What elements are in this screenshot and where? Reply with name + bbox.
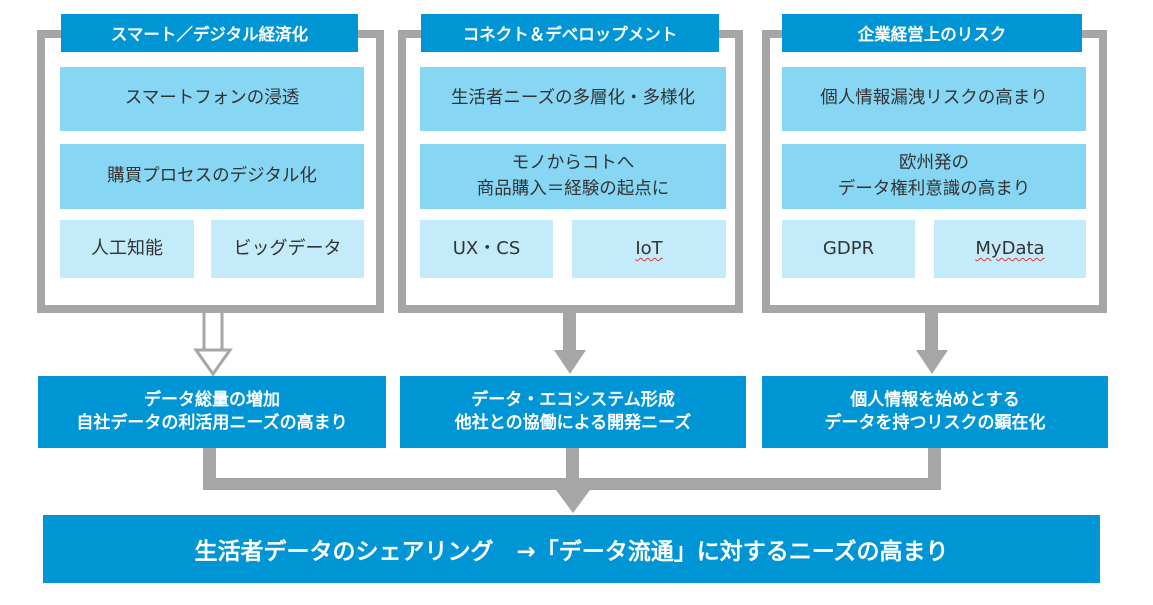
outcome-box-2: データ・エコシステム形成 他社との協働による開発ニーズ: [400, 376, 746, 448]
column-header-2: コネクト＆デベロップメント: [421, 14, 719, 52]
outcome-2-line2: 他社との協働による開発ニーズ: [454, 413, 692, 433]
outcome-1-line2: 自社データの利活用ニーズの高まり: [76, 413, 348, 433]
arrow-head-2: [554, 350, 586, 374]
arrow-shaft-1: [202, 308, 224, 352]
column-frame-2: [398, 30, 743, 313]
outcome-box-3: 個人情報を始めとする データを持つリスクの顕在化: [762, 376, 1108, 448]
tag-2-2: IoT: [572, 220, 726, 278]
outcome-1-line1: データ総量の増加: [144, 390, 280, 411]
tag-2-1: UX・CS: [420, 220, 553, 278]
item-1-1: スマートフォンの浸透: [60, 67, 364, 131]
column-header-1: スマート／デジタル経済化: [61, 14, 358, 52]
tag-1-2: ビッグデータ: [211, 220, 364, 278]
column-header-3: 企業経営上のリスク: [782, 14, 1082, 52]
item-2-2-line1: モノからコトへ: [511, 153, 635, 174]
arrow-shaft-3: [925, 310, 938, 352]
item-3-1: 個人情報漏洩リスクの高まり: [782, 67, 1086, 131]
outcome-box-1: データ総量の増加 自社データの利活用ニーズの高まり: [38, 376, 386, 448]
item-1-2: 購買プロセスのデジタル化: [60, 144, 364, 209]
outcome-2-line1: データ・エコシステム形成: [471, 390, 675, 411]
item-2-2: モノからコトへ 商品購入＝経験の起点に: [420, 144, 726, 209]
outcome-3-line2: データを持つリスクの顕在化: [824, 413, 1046, 433]
item-2-2-line2: 商品購入＝経験の起点に: [476, 178, 670, 199]
arrow-head-1: [193, 348, 233, 377]
item-3-2-line1: 欧州発の: [899, 153, 969, 174]
tag-3-1: GDPR: [782, 220, 915, 278]
tag-3-2: MyData: [934, 220, 1086, 278]
conclusion-banner: 生活者データのシェアリング →「データ流通」に対するニーズの高まり: [43, 515, 1100, 583]
item-3-2-line2: データ権利意識の高まり: [837, 178, 1031, 199]
bracket-bar: [203, 478, 941, 490]
item-2-1: 生活者ニーズの多層化・多様化: [420, 67, 726, 131]
conclusion-text: 生活者データのシェアリング →「データ流通」に対するニーズの高まり: [194, 539, 949, 565]
tag-1-1: 人工知能: [60, 220, 194, 278]
arrow-head-3: [916, 350, 948, 374]
column-frame-3: [762, 30, 1107, 313]
column-frame-1: [37, 30, 384, 313]
arrow-shaft-2: [563, 310, 576, 352]
arrow-head-final: [556, 490, 590, 513]
item-3-2: 欧州発の データ権利意識の高まり: [782, 144, 1086, 209]
outcome-3-line1: 個人情報を始めとする: [850, 390, 1020, 411]
